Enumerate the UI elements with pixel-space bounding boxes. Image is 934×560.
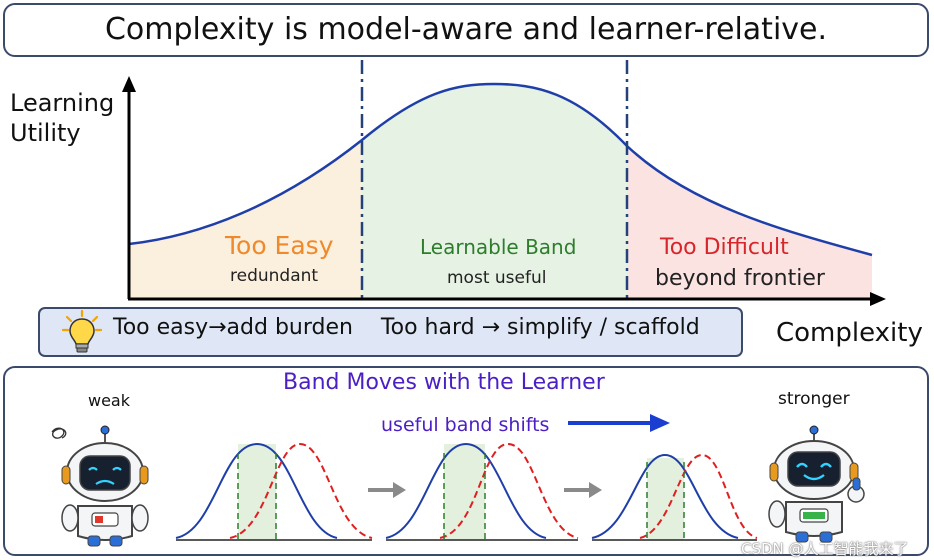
y-axis-label: Learning Utility — [10, 88, 114, 148]
y-axis-arrowhead — [122, 76, 136, 92]
mini-curve — [385, 442, 547, 539]
weak-label: weak — [88, 391, 130, 410]
page-title: Complexity is model-aware and learner-re… — [104, 12, 828, 47]
weak-robot-icon — [51, 425, 149, 547]
mini-chart-1 — [175, 442, 373, 541]
easy-zone-fill — [129, 140, 362, 298]
x-axis-arrowhead — [870, 292, 886, 306]
x-axis-label: Complexity — [776, 318, 923, 348]
mini-band-fill — [647, 458, 684, 540]
y-axis-label-line1: Learning — [10, 89, 115, 117]
shift-arrow-head — [650, 414, 670, 432]
y-axis-label-line2: Utility — [10, 119, 81, 147]
difficult-zone-fill — [627, 146, 872, 298]
learnable-zone-label: Learnable Band — [420, 235, 577, 259]
mini-chart-3 — [591, 453, 758, 541]
tip-text: Too easy→add burden Too hard → simplify … — [113, 315, 700, 340]
gray-arrow-2 — [564, 482, 602, 498]
mini-curve — [175, 442, 338, 539]
difficult-zone-label: Too Difficult — [660, 235, 789, 260]
mini-chart-2 — [385, 442, 579, 541]
mini-shifted-curve — [229, 442, 373, 539]
easy-zone-sublabel: redundant — [230, 266, 319, 286]
mini-shifted-curve — [439, 442, 579, 539]
learnable-zone-fill — [362, 84, 627, 298]
lightbulb-icon — [62, 309, 102, 353]
shift-label: useful band shifts — [381, 414, 550, 436]
mini-band-fill — [444, 444, 485, 540]
mini-shifted-curve — [639, 453, 758, 539]
watermark: CSDN @人工智能我来了 — [741, 540, 909, 558]
difficult-zone-sublabel: beyond frontier — [655, 266, 825, 291]
easy-zone-label: Too Easy — [225, 231, 334, 260]
strong-label: stronger — [778, 389, 850, 409]
mini-band-fill — [238, 444, 276, 540]
bottom-panel-title: Band Moves with the Learner — [283, 370, 605, 395]
mini-curve — [591, 453, 739, 539]
tip-box — [38, 307, 743, 357]
utility-curve — [128, 82, 873, 257]
title-box — [3, 3, 929, 57]
strong-robot-icon — [768, 425, 865, 543]
learnable-zone-sublabel: most useful — [447, 268, 547, 288]
gray-arrow-1 — [368, 482, 406, 498]
